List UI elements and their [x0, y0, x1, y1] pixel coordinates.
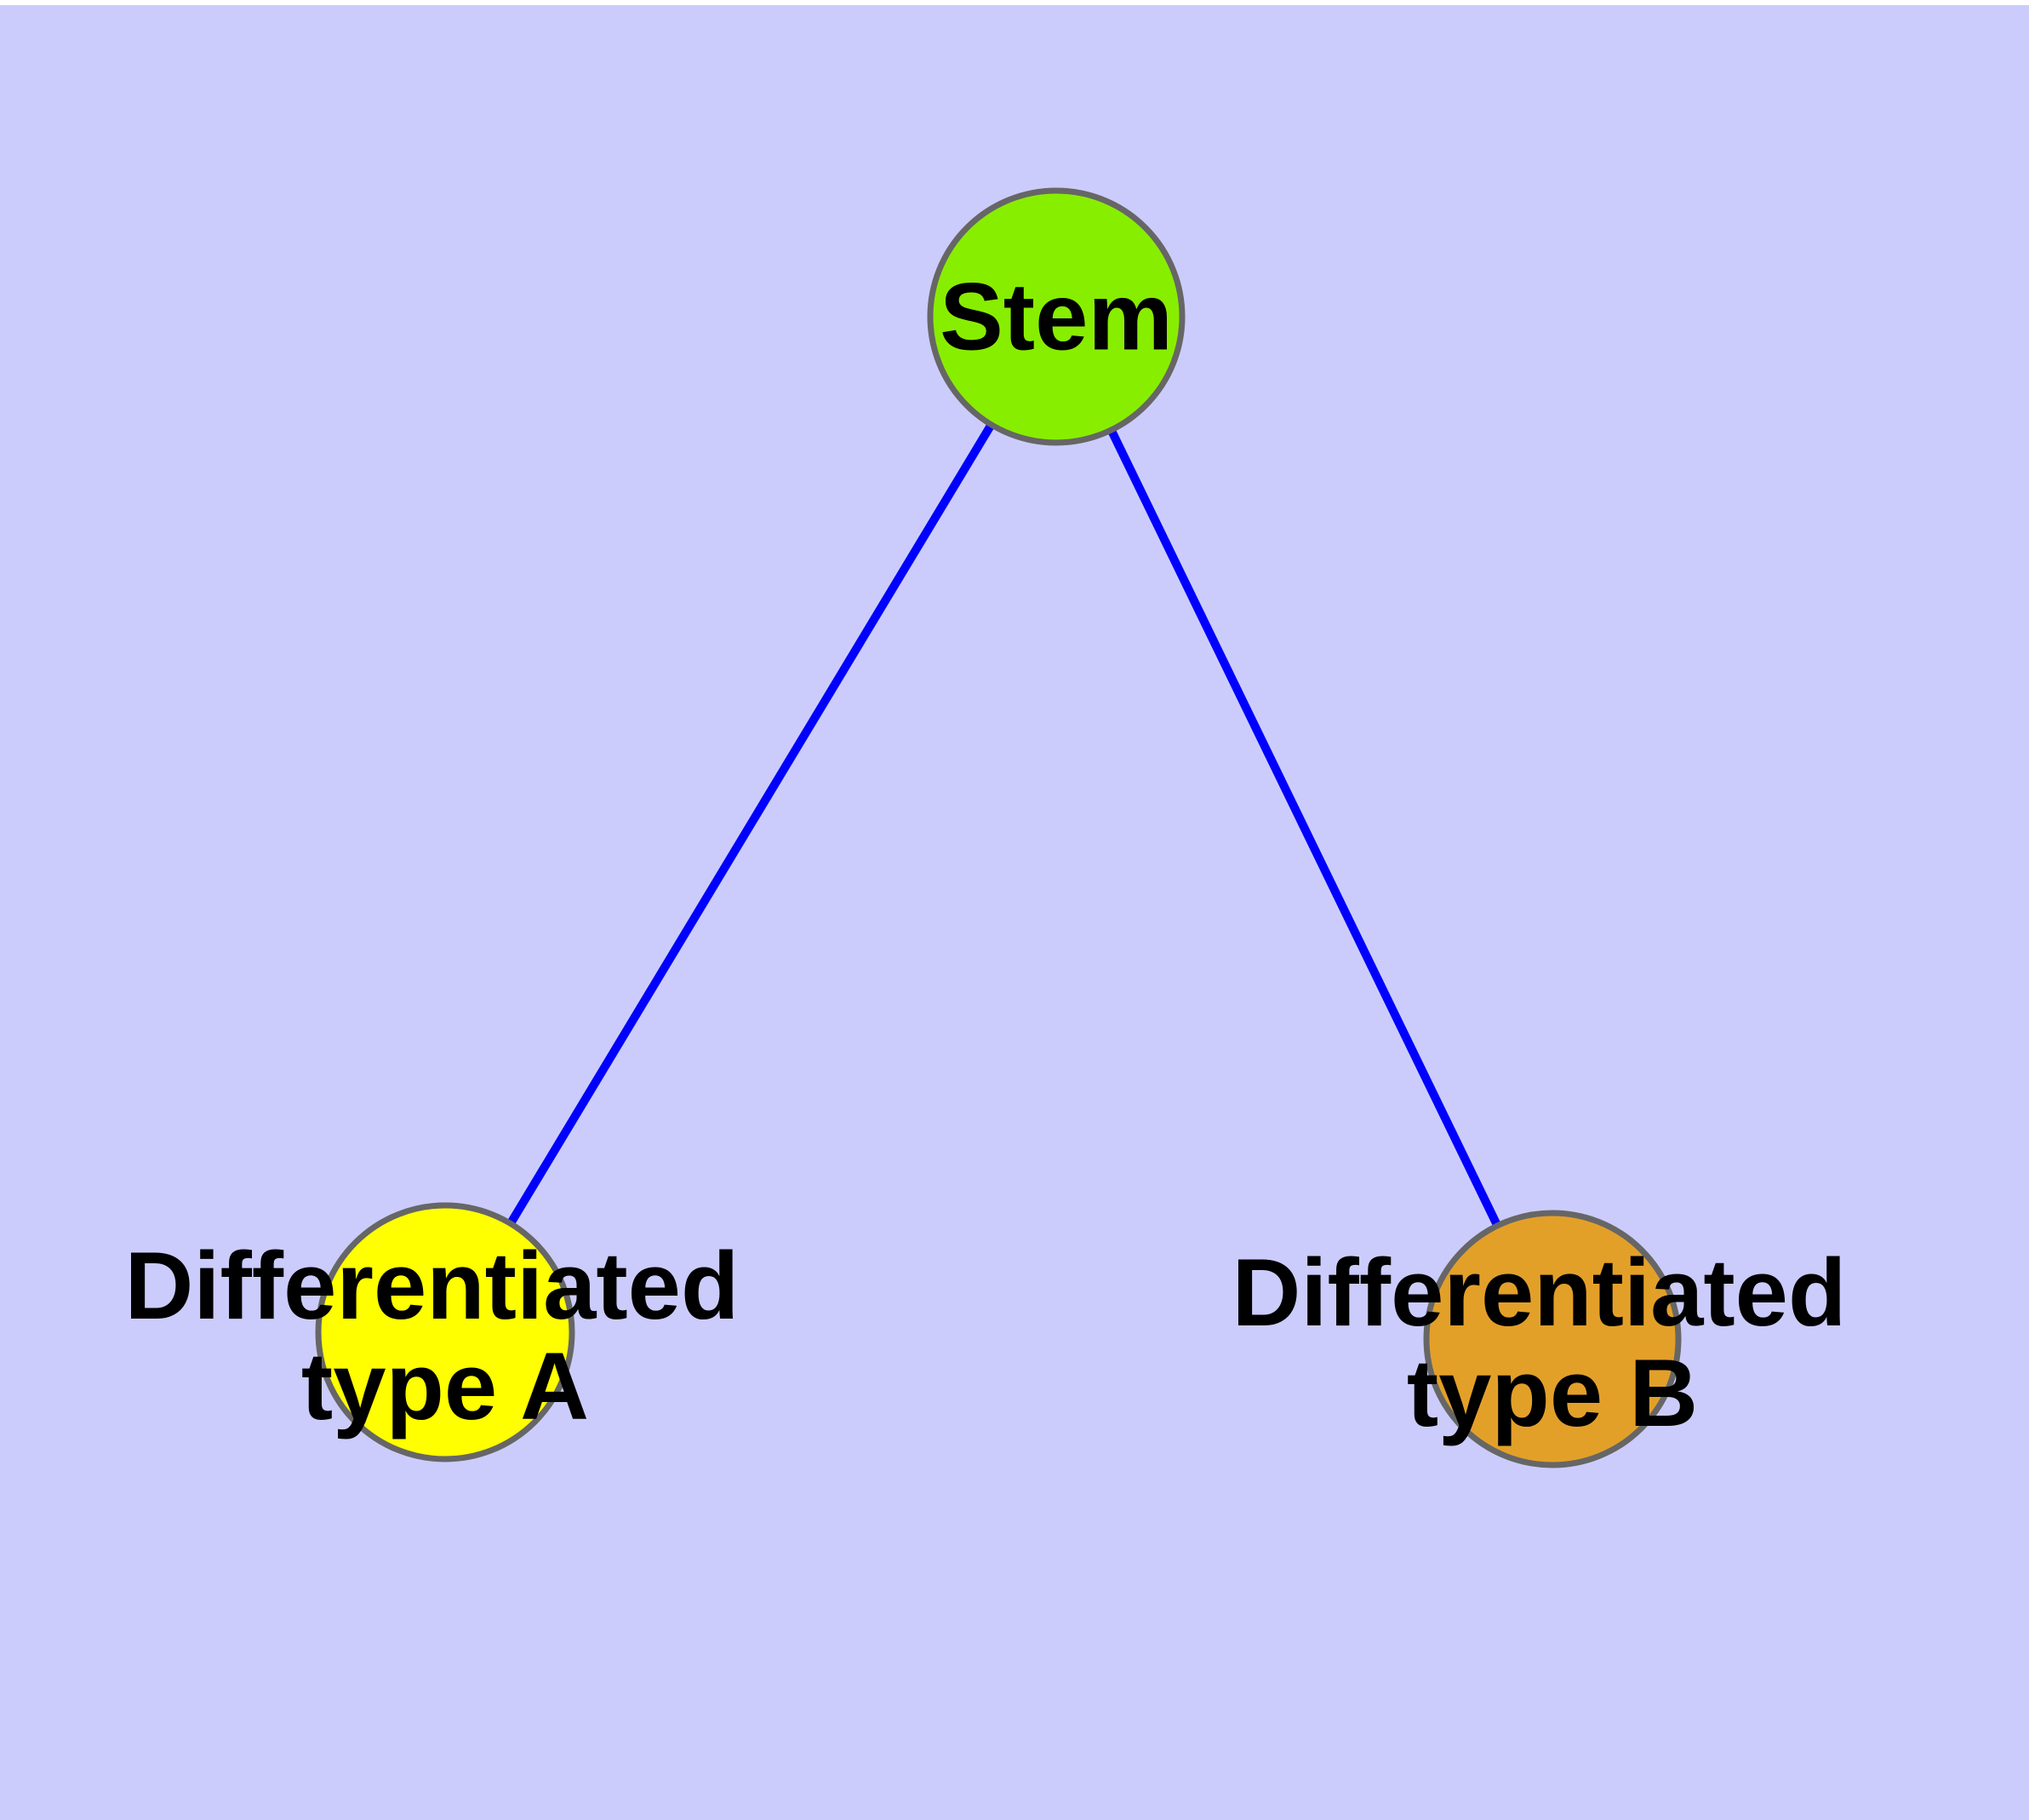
- node-group: [315, 187, 1682, 1468]
- node-differentiated-type-b[interactable]: [1423, 1210, 1682, 1468]
- edge-stem-to-differentiated-type-a[interactable]: [441, 314, 1060, 1335]
- node-label-line-1: Differentiated: [1232, 1239, 1847, 1346]
- node-label-group: Stem Differentiated type A Differentiate…: [125, 264, 1873, 1447]
- node-label-line-2: type B: [1407, 1340, 1698, 1446]
- node-label-differentiated-type-b: Differentiated type B: [1232, 1239, 1873, 1446]
- node-label-line-1: Differentiated: [125, 1233, 740, 1339]
- node-differentiated-type-a[interactable]: [315, 1202, 575, 1462]
- node-stem[interactable]: [927, 187, 1186, 446]
- edge-stem-to-differentiated-type-b[interactable]: [1052, 314, 1557, 1342]
- node-label-differentiated-type-a: Differentiated type A: [125, 1233, 766, 1439]
- node-label-stem: Stem: [940, 264, 1173, 370]
- node-label-line-2: type A: [301, 1333, 589, 1439]
- edge-group: [441, 314, 1557, 1342]
